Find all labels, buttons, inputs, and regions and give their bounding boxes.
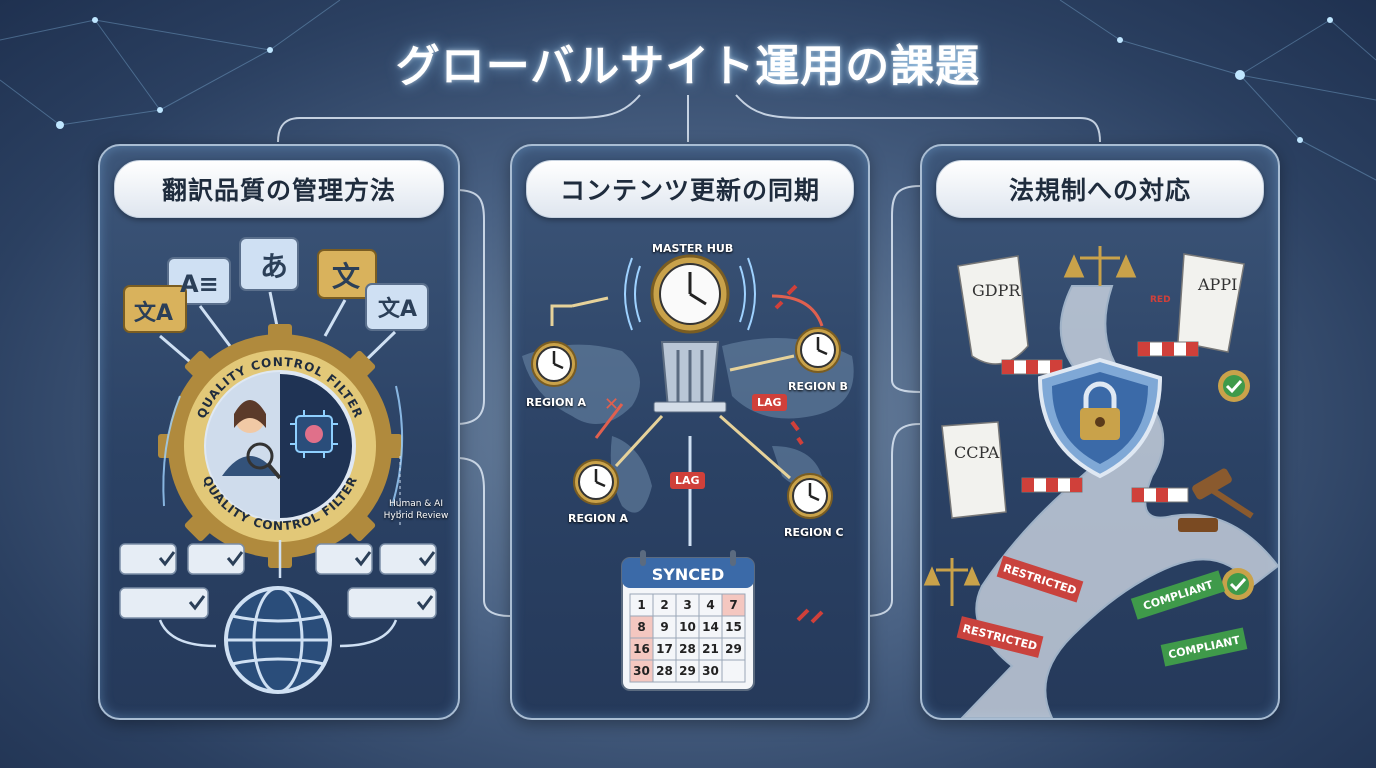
calendar-day: 28 [656,664,673,678]
hub-label: MASTER HUB [652,242,734,255]
svg-text:CCPA: CCPA [954,443,1000,462]
panel-heading-translation: 翻訳品質の管理方法 [114,160,444,218]
legal-document-icon [941,253,1245,519]
svg-text:文A: 文A [134,300,173,326]
calendar-day: 9 [660,620,668,634]
regulation-illustration: RESTRICTED COMPLIANT RESTRICTED COMPLIAN… [923,246,1278,718]
panel-regulations: RESTRICTED COMPLIANT RESTRICTED COMPLIAN… [920,144,1280,720]
review-bubble-icon [119,543,437,619]
barrier-icon [1001,341,1199,503]
regional-clock-icon [531,327,841,519]
region-label: REGION A [526,396,587,409]
svg-text:あ: あ [260,250,288,283]
scales-icon [923,246,1137,606]
calendar-day: 4 [706,598,714,612]
quality-gear-icon: QUALITY CONTROL FILTER QUALITY CONTROL F… [158,324,402,568]
calendar-day: 21 [702,642,719,656]
status-banner-icon [956,555,1248,667]
lag-badge: LAG [670,472,705,489]
calendar-day: 16 [633,642,650,656]
page-title: グローバルサイト運用の課題 [395,41,981,92]
sync-illustration: ✕ 1 2 3 4 7 8 9 10 14 15 16 17 28 21 29 30 28 29 30 SYNCED [522,254,854,691]
calendar-day: 29 [725,642,742,656]
calendar-day: 30 [633,664,650,678]
approval-badge-icon [1218,370,1254,600]
calendar-day: 29 [679,664,696,678]
calendar-day: 30 [702,664,719,678]
calendar-day: 17 [656,642,673,656]
panel-translation-quality: A≡ あ 文 文A 文A [98,144,460,720]
svg-text:文: 文 [332,260,360,293]
translation-illustration: A≡ あ 文 文A 文A [119,237,437,694]
svg-text:GDPR: GDPR [972,281,1021,300]
region-label: REGION A [568,512,629,525]
calendar-day: 3 [683,598,691,612]
calendar-day: 8 [637,620,645,634]
panel-content-sync: ✕ 1 2 3 4 7 8 9 10 14 15 16 17 28 21 29 30 28 29 30 SYNCED… [510,144,870,720]
svg-text:文A: 文A [378,296,417,322]
broken-link-icon [774,284,824,624]
region-label: REGION C [784,526,844,539]
panel-heading-regulations: 法規制への対応 [936,160,1264,218]
calendar-day: 2 [660,598,668,612]
master-hub-clock-icon [624,254,756,413]
gavel-icon [1178,468,1254,532]
calendar-day: 7 [729,598,737,612]
calendar-day: 14 [702,620,719,634]
svg-text:A≡: A≡ [180,270,219,298]
svg-text:APPI: APPI [1197,275,1237,294]
region-label: REGION B [788,380,848,393]
calendar-day: 1 [637,598,645,612]
svg-text:✕: ✕ [604,394,619,415]
globe-icon [224,586,332,694]
language-bubble-icon [123,237,429,333]
svg-text:SYNCED: SYNCED [652,565,724,584]
hybrid-review-note: Human & AI Hybrid Review [383,499,449,521]
calendar-cell [721,659,746,683]
svg-text:RED: RED [1150,295,1171,305]
panel-heading-sync: コンテンツ更新の同期 [526,160,854,218]
calendar-day: 10 [679,620,696,634]
security-shield-icon [1037,357,1163,479]
calendar-icon [621,550,755,691]
calendar-day: 28 [679,642,696,656]
calendar-day: 15 [725,620,742,634]
lag-badge: LAG [752,394,787,411]
